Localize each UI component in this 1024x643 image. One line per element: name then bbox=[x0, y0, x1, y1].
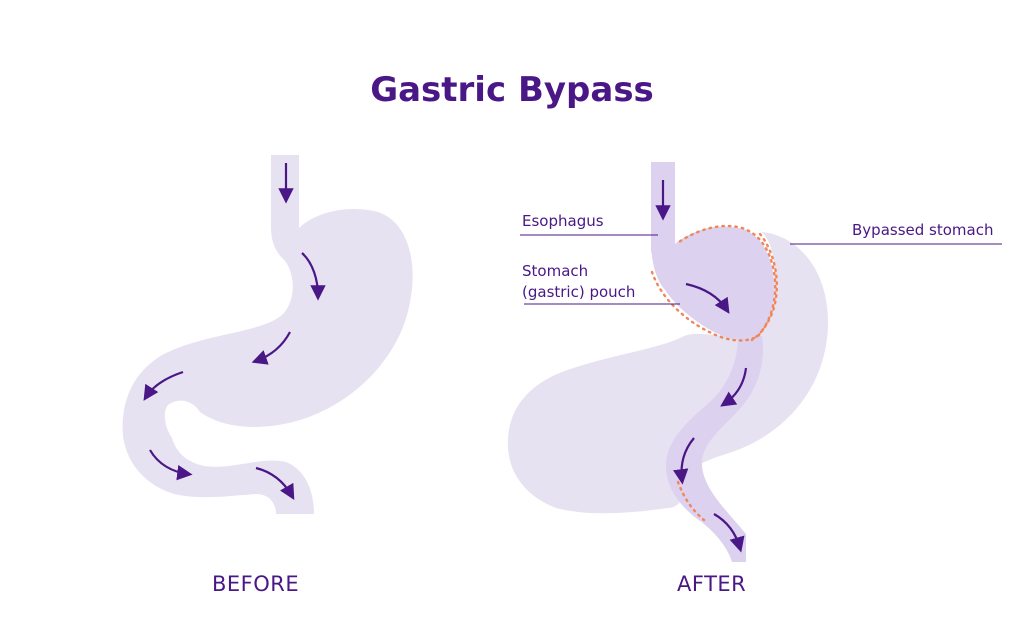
before-arrow-5 bbox=[149, 449, 193, 481]
pouch-label-line1: Stomach bbox=[522, 262, 589, 280]
before-caption: BEFORE bbox=[212, 572, 300, 596]
bypassed-stomach-shape bbox=[507, 232, 828, 514]
after-arrow-5 bbox=[713, 513, 745, 553]
page-title: Gastric Bypass bbox=[370, 70, 654, 110]
pouch-label-line2: (gastric) pouch bbox=[522, 283, 636, 301]
staple-line-stomach bbox=[750, 232, 779, 342]
after-caption: AFTER bbox=[677, 572, 747, 596]
before-stomach-shape bbox=[122, 155, 413, 514]
before-arrow-6 bbox=[255, 466, 295, 501]
esophagus-label: Esophagus bbox=[522, 212, 604, 230]
before-stomach bbox=[122, 155, 413, 514]
gastric-pouch-shape bbox=[651, 226, 775, 341]
after-arrow-2 bbox=[685, 282, 730, 314]
before-arrow-2 bbox=[301, 252, 326, 301]
after-arrow-4 bbox=[673, 437, 695, 485]
after-stomach bbox=[507, 162, 1002, 562]
bypassed-stomach-label: Bypassed stomach bbox=[852, 221, 994, 239]
staple-line-pouch bbox=[650, 224, 777, 342]
before-arrow-3 bbox=[251, 331, 291, 365]
after-arrow-3 bbox=[720, 367, 748, 407]
before-arrow-4 bbox=[143, 370, 184, 401]
